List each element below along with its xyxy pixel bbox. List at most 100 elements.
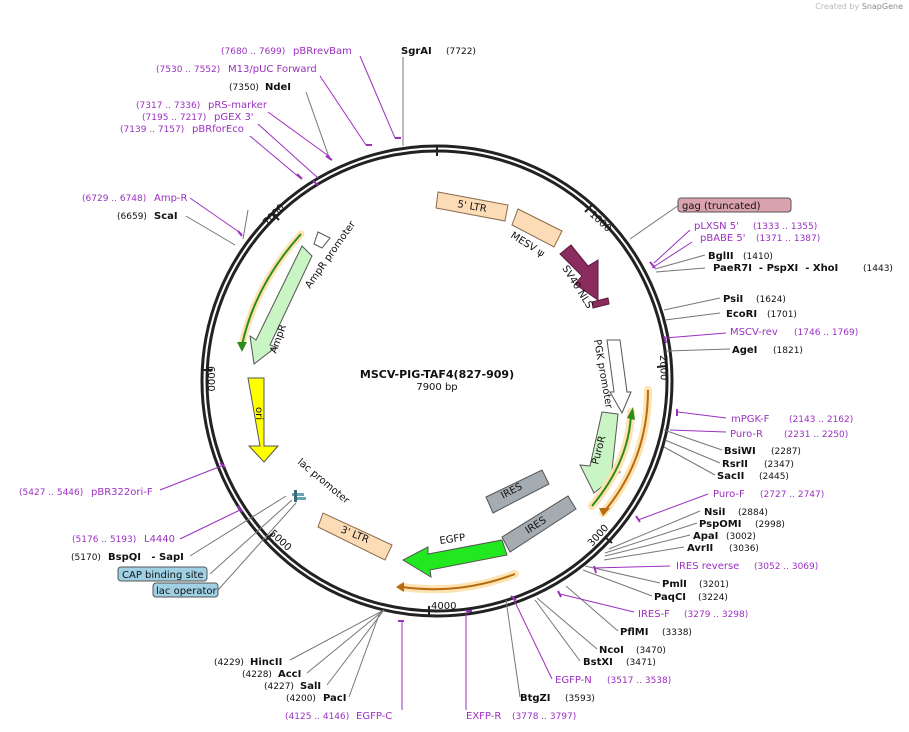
primer-m13puc[interactable]: (7530 .. 7552)M13/pUC Forward (156, 64, 317, 75)
primer-mscv-rev[interactable]: MSCV-rev(1746 .. 1769) (730, 327, 858, 338)
primer-pgex3[interactable]: (7195 .. 7217)pGEX 3' (142, 112, 254, 123)
feature-5ltr[interactable]: 5' LTR (435, 191, 509, 222)
primer-leaders (159, 55, 727, 710)
plasmid-size: 7900 bp (416, 382, 457, 393)
feature-ires-1[interactable]: IRES (485, 469, 550, 514)
site-pspomi[interactable]: PspOMI (2998) (699, 519, 785, 530)
svg-text:pBR322ori-F: pBR322ori-F (91, 487, 153, 498)
svg-text:PspOMI: PspOMI (699, 519, 741, 530)
svg-text:lac operator: lac operator (156, 586, 217, 597)
svg-text:5' LTR: 5' LTR (456, 199, 487, 215)
svg-text:(2445): (2445) (759, 472, 789, 482)
svg-text:(4229): (4229) (214, 658, 244, 668)
primer-site-marks (219, 137, 678, 622)
lac-operator-label[interactable]: lac operator (152, 582, 219, 598)
svg-text:PflMI: PflMI (620, 627, 648, 638)
svg-text:AvrII: AvrII (687, 543, 713, 554)
svg-text:(3279 .. 3298): (3279 .. 3298) (684, 610, 748, 620)
svg-text:EcoRI: EcoRI (726, 309, 757, 320)
svg-text:(2727 .. 2747): (2727 .. 2747) (760, 490, 824, 500)
site-sali[interactable]: (4227)SalI (264, 681, 321, 692)
site-ecori[interactable]: EcoRI (1701) (726, 309, 797, 320)
site-pflmi[interactable]: PflMI(3338) (620, 627, 692, 638)
primer-l4440[interactable]: (5176 .. 5193)L4440 (72, 534, 175, 545)
svg-text:(5176 .. 5193): (5176 .. 5193) (72, 535, 136, 545)
site-bspqi[interactable]: (5170)BspQI - SapI (71, 552, 184, 563)
svg-text:AccI: AccI (278, 669, 301, 680)
cap-binding-site-label[interactable]: CAP binding site (117, 566, 208, 582)
primer-mpgk-f[interactable]: mPGK-F(2143 .. 2162) (731, 414, 853, 425)
svg-text:(2998): (2998) (755, 520, 785, 530)
site-scai[interactable]: (6659)ScaI (117, 211, 178, 222)
primer-arc-ampr[interactable] (237, 230, 305, 352)
site-acci[interactable]: (4228) AccI (242, 669, 301, 680)
primer-arc-egfp[interactable] (396, 570, 519, 594)
primer-pbr322ori-f[interactable]: (5427 .. 5446)pBR322ori-F (19, 487, 153, 498)
svg-text:BtgZI: BtgZI (520, 693, 551, 704)
site-apai[interactable]: ApaI(3002) (693, 531, 756, 542)
site-agei[interactable]: AgeI(1821) (732, 345, 803, 356)
svg-text:BsiWI: BsiWI (724, 446, 756, 457)
svg-text:(4228): (4228) (242, 670, 272, 680)
primer-arc-puro-r[interactable] (599, 386, 652, 517)
feature-ires-2[interactable]: IRES (501, 495, 577, 553)
site-ncoi[interactable]: NcoI(3470) (599, 645, 666, 656)
feature-egfp[interactable]: EGFP (401, 532, 508, 578)
svg-text:(3471): (3471) (626, 658, 656, 668)
svg-text:(3224): (3224) (698, 593, 728, 603)
primer-ires-reverse[interactable]: IRES reverse(3052 .. 3069) (676, 561, 818, 572)
primer-puro-r[interactable]: Puro-R(2231 .. 2250) (730, 429, 848, 440)
svg-text:gag (truncated): gag (truncated) (682, 201, 761, 212)
site-psii[interactable]: PsiI(1624) (723, 294, 786, 305)
feature-sv40-nls[interactable]: SV40 NLS (559, 244, 610, 311)
site-paer7i[interactable]: PaeR7I - PspXI - XhoI(1443) (713, 263, 893, 274)
svg-text:(3593): (3593) (565, 694, 595, 704)
svg-text:(4227): (4227) (264, 682, 294, 692)
site-hincii[interactable]: (4229)HincII (214, 657, 282, 668)
svg-text:pBABE 5': pBABE 5' (700, 233, 746, 244)
site-paci[interactable]: (4200)PacI (286, 693, 346, 704)
feature-ori[interactable]: ori (247, 377, 280, 463)
svg-text:(1701): (1701) (767, 310, 797, 320)
site-bsiwi[interactable]: BsiWI(2287) (724, 446, 801, 457)
svg-text:PmlI: PmlI (662, 579, 687, 590)
svg-text:(7350): (7350) (229, 83, 259, 93)
site-sacii[interactable]: SacII(2445) (717, 471, 789, 482)
primer-pbabe5[interactable]: pBABE 5'(1371 .. 1387) (700, 233, 820, 244)
svg-text:(7317 .. 7336): (7317 .. 7336) (136, 101, 200, 111)
primer-arc-puro-f[interactable] (588, 407, 635, 510)
primer-ires-f[interactable]: IRES-F(3279 .. 3298) (638, 609, 748, 620)
feature-ampr-promoter[interactable]: AmpR promoter (303, 219, 358, 291)
feature-pgk-promoter[interactable]: PGK promoter (591, 339, 632, 415)
gag-truncated-label[interactable]: gag (truncated) (677, 197, 792, 213)
primer-pbrforeco[interactable]: (7139 .. 7157)pBRforEco (120, 124, 244, 135)
site-nsii[interactable]: NsiI(2884) (704, 507, 768, 518)
site-bglii[interactable]: BglII(1410) (708, 251, 773, 262)
primer-exfp-r[interactable]: EXFP-R(3778 .. 3797) (466, 711, 576, 722)
leader-lines (185, 57, 731, 698)
primer-prsmarker[interactable]: (7317 .. 7336)pRS-marker (136, 100, 268, 111)
svg-text:(2347): (2347) (764, 460, 794, 470)
primer-egfp-n[interactable]: EGFP-N(3517 .. 3538) (555, 675, 671, 686)
svg-text:(3036): (3036) (729, 544, 759, 554)
primer-puro-f[interactable]: Puro-F(2727 .. 2747) (713, 489, 824, 500)
site-sgrai[interactable]: SgrAI(7722) (401, 46, 476, 57)
primer-egfp-c[interactable]: (4125 .. 4146)EGFP-C (285, 711, 392, 722)
svg-text:pBRforEco: pBRforEco (192, 124, 244, 135)
feature-3ltr[interactable]: 3' LTR (317, 512, 393, 561)
svg-text:(7680 .. 7699): (7680 .. 7699) (221, 47, 285, 57)
svg-text:AmpR promoter: AmpR promoter (303, 219, 358, 291)
site-rsrii[interactable]: RsrII(2347) (722, 459, 794, 470)
site-pmli[interactable]: PmlI(3201) (662, 579, 729, 590)
site-btgzi[interactable]: BtgZI (3593) (520, 693, 595, 704)
snapgene-watermark: Created by SnapGene (815, 2, 903, 11)
site-avrii[interactable]: AvrII (3036) (687, 543, 759, 554)
site-ndei[interactable]: (7350)NdeI (229, 82, 291, 93)
primer-pbrrevbam[interactable]: (7680 .. 7699)pBRrevBam (221, 46, 352, 57)
feature-mesv[interactable]: MESV ψ (508, 208, 563, 260)
site-bstxi[interactable]: BstXI(3471) (583, 657, 656, 668)
primer-plxsn5[interactable]: pLXSN 5'(1333 .. 1355) (694, 221, 817, 232)
primer-amp-r[interactable]: (6729 .. 6748)Amp-R (82, 193, 188, 204)
site-paqci[interactable]: PaqCI(3224) (654, 592, 728, 603)
svg-text:PsiI: PsiI (723, 294, 743, 305)
